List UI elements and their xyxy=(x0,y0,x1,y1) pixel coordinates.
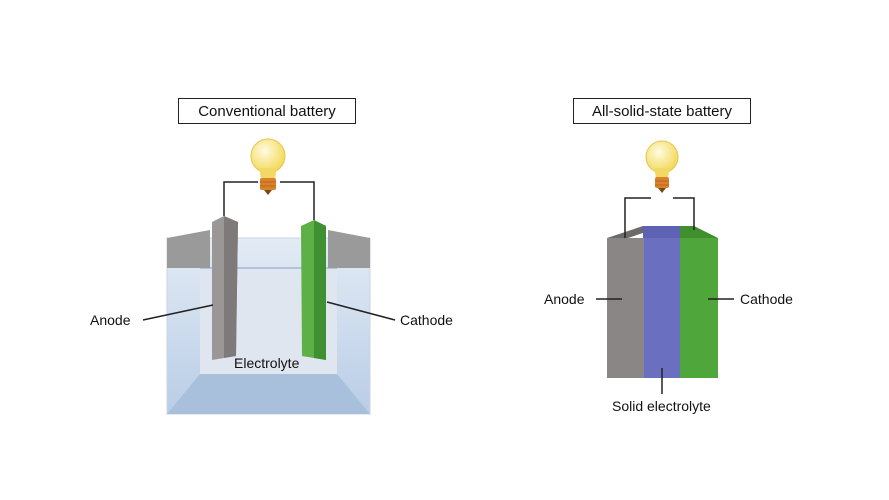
wire-left xyxy=(624,197,651,238)
anode-label: Anode xyxy=(544,291,585,307)
light-bulb-icon xyxy=(645,140,679,193)
solid-electrolyte-block xyxy=(644,238,680,378)
electrolyte-top xyxy=(643,226,680,238)
anode-leader xyxy=(142,304,214,321)
wire-right xyxy=(673,197,695,230)
wire-right xyxy=(280,181,315,220)
cathode-label: Cathode xyxy=(400,312,453,328)
cathode-leader xyxy=(326,301,396,321)
light-bulb-icon xyxy=(250,138,286,195)
wire-left xyxy=(223,181,258,216)
container-wing-right xyxy=(328,230,370,268)
electrolyte-label: Electrolyte xyxy=(234,355,300,371)
container-floor xyxy=(167,374,370,414)
anode-block xyxy=(607,238,644,378)
cathode-label: Cathode xyxy=(740,291,793,307)
container-wing-left xyxy=(167,230,210,268)
cathode-top xyxy=(680,226,718,238)
solid-state-battery-title: All-solid-state battery xyxy=(573,98,751,124)
anode-label: Anode xyxy=(90,312,131,328)
cathode-plate-side xyxy=(314,220,326,360)
conventional-battery xyxy=(142,138,396,415)
solid-electrolyte-label: Solid electrolyte xyxy=(612,398,711,414)
conventional-battery-title: Conventional battery xyxy=(178,98,356,124)
solid-state-battery xyxy=(596,140,734,394)
cathode-block xyxy=(680,238,718,378)
anode-plate-side xyxy=(224,216,238,358)
